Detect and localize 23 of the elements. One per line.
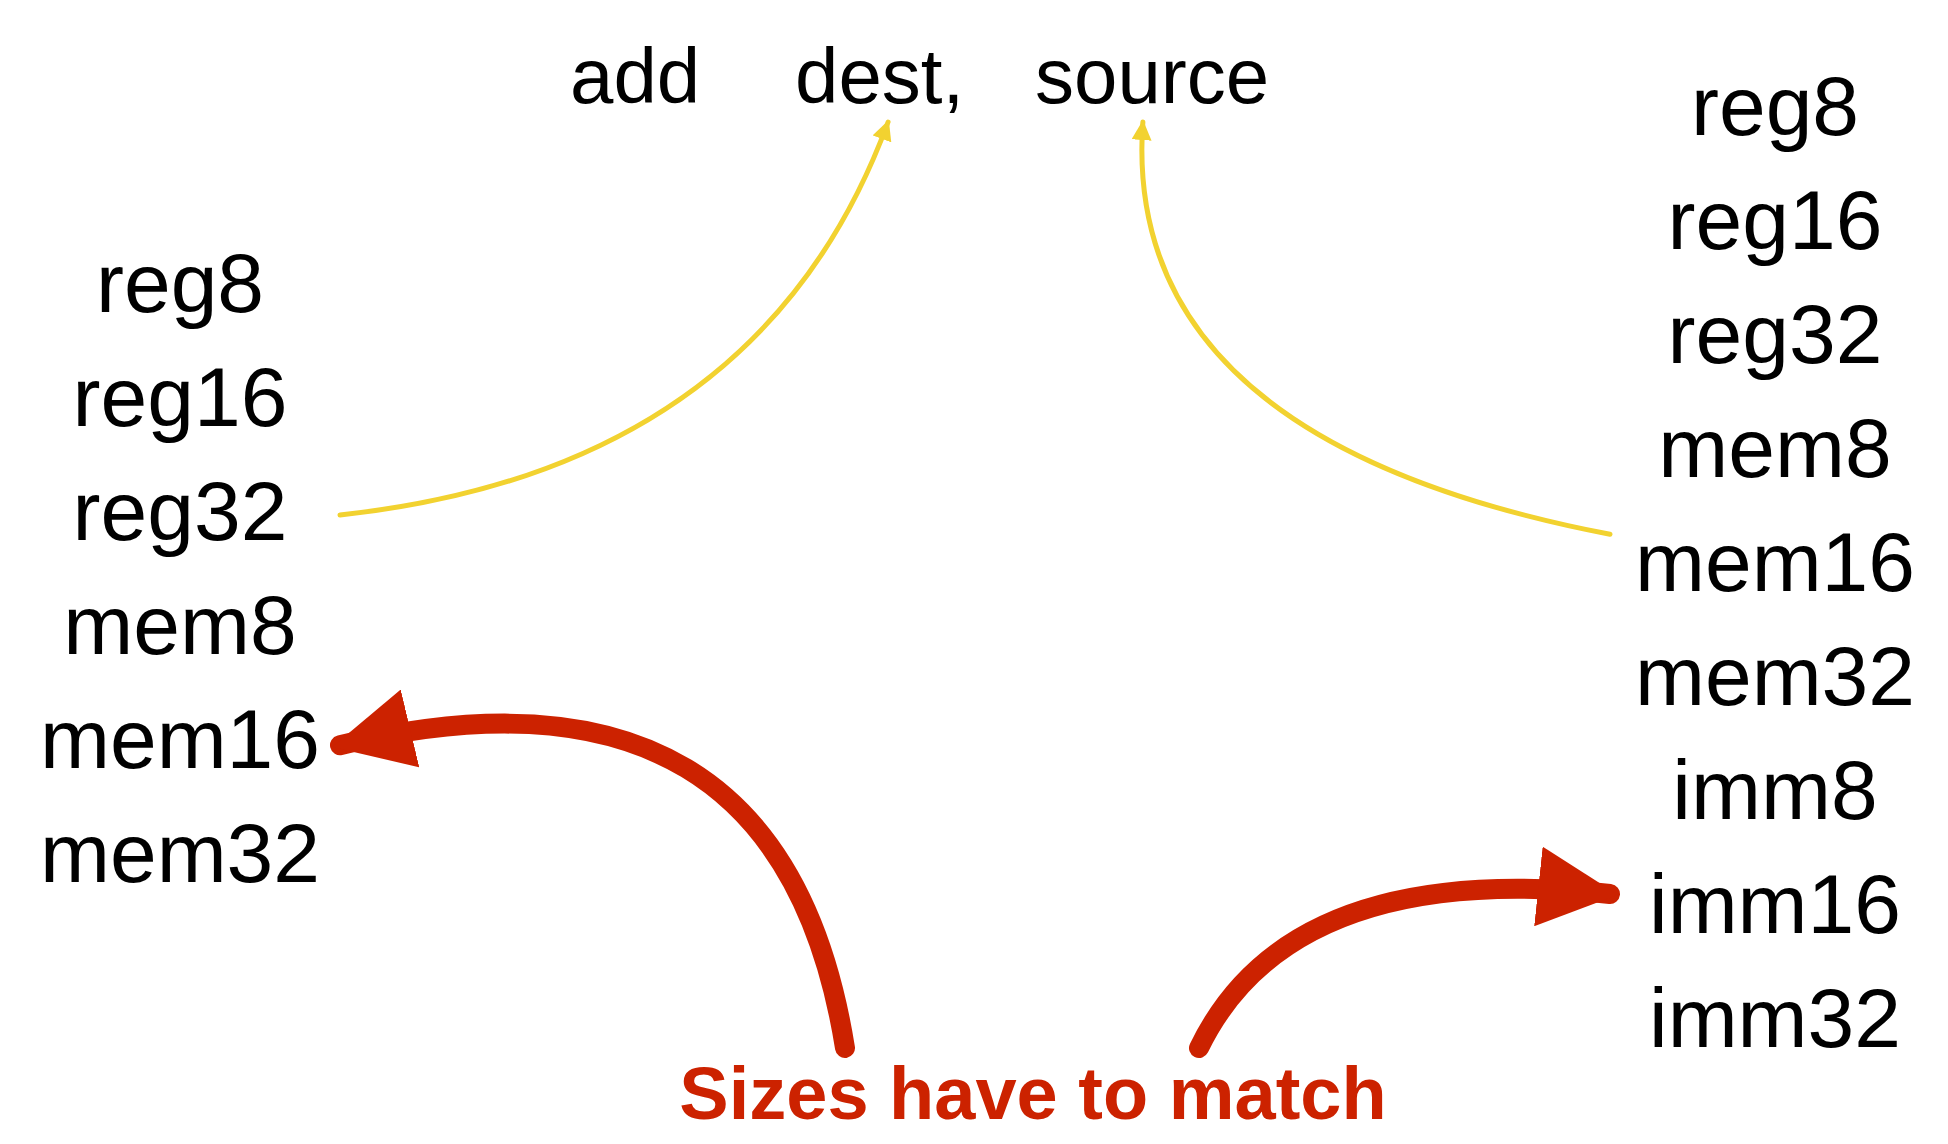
curved-arrow <box>1189 848 1620 1058</box>
operand-text: dest, <box>795 30 965 122</box>
operand-text: source <box>1035 30 1270 122</box>
curved-arrow <box>1132 119 1613 537</box>
operand-type: imm8 <box>1671 742 1879 839</box>
operand-type: reg8 <box>94 235 266 332</box>
curved-arrow <box>337 119 891 518</box>
operand-type: reg8 <box>1689 58 1861 155</box>
operand-type: reg16 <box>1666 172 1884 269</box>
note-text: Sizes have to match <box>633 1048 1433 1140</box>
curved-arrow <box>330 691 855 1058</box>
operand-type: imm32 <box>1647 970 1902 1067</box>
operand-type: mem8 <box>1657 400 1893 497</box>
operand-type: reg16 <box>71 349 289 446</box>
operand-type: mem32 <box>38 805 322 902</box>
operand-type: mem16 <box>38 691 322 788</box>
operand-type: reg32 <box>1666 286 1884 383</box>
operand-type: mem16 <box>1633 514 1917 611</box>
operand-type: imm16 <box>1647 856 1902 953</box>
operand-type: reg32 <box>71 463 289 560</box>
operand-type: mem8 <box>62 577 298 674</box>
operand-type: mem32 <box>1633 628 1917 725</box>
instruction-mnemonic: add <box>570 31 701 122</box>
